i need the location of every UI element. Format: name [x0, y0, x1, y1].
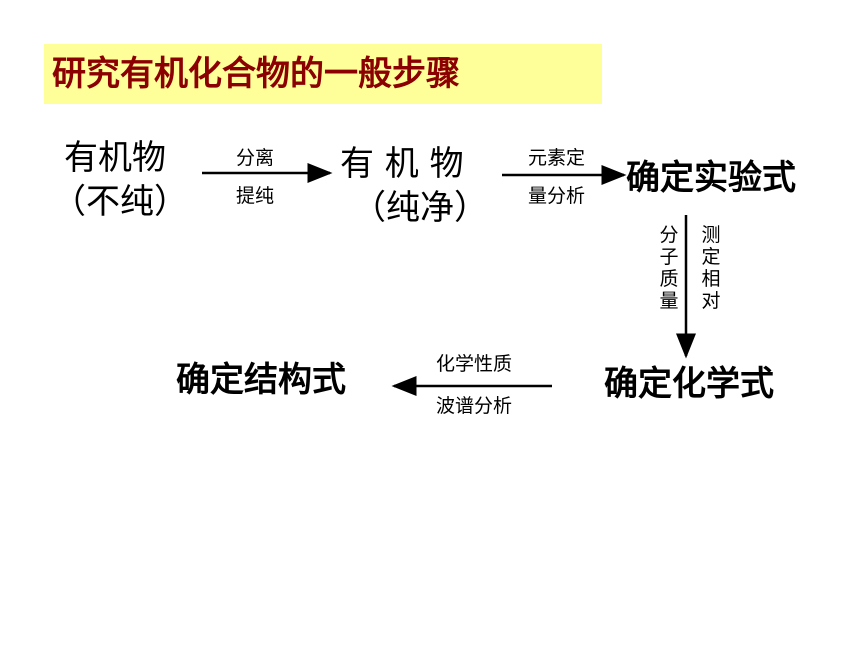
node-molecular-formula: 确定化学式: [604, 364, 774, 404]
node-empirical-formula: 确定实验式: [626, 158, 796, 198]
node-structural-formula: 确定结构式: [176, 360, 346, 400]
page-title: 研究有机化合物的一般步骤: [52, 54, 460, 94]
arrow1-label-bottom: 提纯: [236, 185, 275, 207]
arrow2-label-top: 元素定: [528, 147, 586, 169]
title-banner: [44, 44, 602, 104]
node-crude-impure: （不纯）: [52, 182, 188, 222]
node-pure-clean: （纯净）: [352, 188, 488, 228]
arrow1-label-top: 分离: [236, 147, 275, 169]
arrow3-label-left: 分子质量: [659, 224, 679, 312]
node-pure-organic: 有 机 物: [340, 144, 464, 184]
arrow4-label-bottom: 波谱分析: [436, 395, 513, 417]
arrow3-label-right: 测定相对: [701, 224, 721, 312]
arrow4-label-top: 化学性质: [436, 353, 513, 375]
arrow2-label-bottom: 量分析: [528, 185, 586, 207]
node-crude-organic: 有机物: [64, 138, 166, 178]
